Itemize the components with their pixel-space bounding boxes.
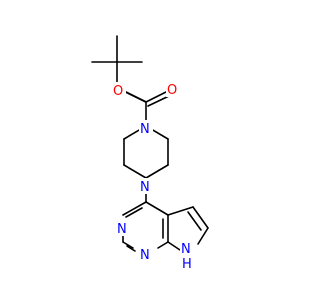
ester-oxygen-label: O <box>113 84 123 99</box>
bond <box>122 241 134 249</box>
molecule-structure-diagram: O O N N N N N H <box>91 35 209 272</box>
bond <box>147 95 170 107</box>
bond <box>126 245 136 252</box>
atom-background <box>180 255 194 271</box>
atom-background <box>112 82 126 98</box>
pyrimidine-nitrogen-bottom-label: N <box>140 248 150 263</box>
bond <box>145 201 169 216</box>
atom-background <box>139 178 153 194</box>
bond <box>157 241 169 249</box>
pyrimidine-nitrogen-left-label: N <box>117 222 127 237</box>
atom-background <box>139 120 153 136</box>
bond <box>122 201 147 216</box>
bond <box>125 91 147 103</box>
bond <box>123 164 147 179</box>
pyrrole-nitrogen-label: N <box>181 242 191 257</box>
atom-background <box>116 220 130 236</box>
carbonyl-oxygen-label: O <box>167 83 177 98</box>
pyrrole-hydrogen-label: H <box>182 257 192 272</box>
atom-background <box>180 240 194 256</box>
bond <box>197 227 209 245</box>
bond <box>125 207 143 218</box>
bond <box>167 206 194 216</box>
atom-background <box>139 246 153 262</box>
piperazine-nitrogen-top-label: N <box>140 122 150 137</box>
molecule-svg: O O N N N N N H <box>91 35 209 272</box>
atom-background <box>166 81 180 97</box>
bond <box>145 164 169 179</box>
bond <box>167 241 181 251</box>
bond <box>187 211 202 231</box>
bond <box>192 206 209 229</box>
bond <box>145 91 167 103</box>
piperazine-nitrogen-bottom-label: N <box>140 180 150 195</box>
